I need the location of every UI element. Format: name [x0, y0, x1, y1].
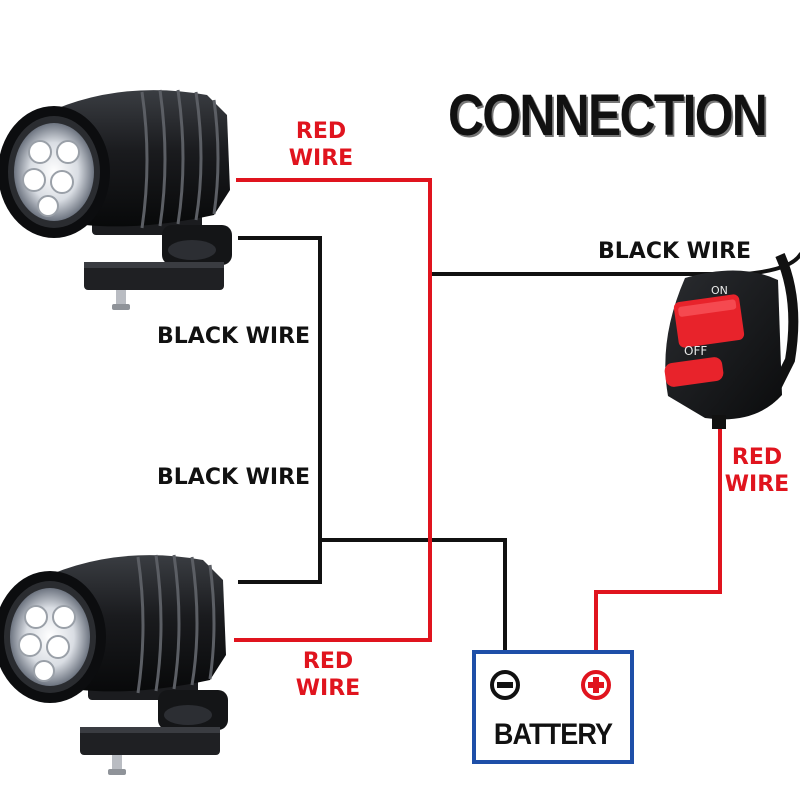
black-wire-switch-label: BLACK WIRE: [598, 239, 752, 264]
battery-label: BATTERY: [493, 718, 613, 751]
black-wire-top-lamp: [238, 236, 322, 584]
black-wire-to-battery: [318, 538, 507, 654]
red-wires: [234, 178, 722, 654]
black-wire-left-bottom-label: BLACK WIRE: [157, 465, 311, 490]
black-wire-left-top-label: BLACK WIRE: [157, 324, 311, 349]
switch-on-label: ON: [711, 284, 728, 297]
red-wire-lamps: [234, 178, 432, 642]
switch-icon: [664, 252, 799, 429]
switch-off-label: OFF: [684, 344, 708, 358]
battery-icon: [472, 650, 634, 764]
top-lamp-icon: [0, 88, 234, 312]
red-wire-switch-to-battery: [594, 418, 722, 654]
page-title: CONNECTION: [448, 83, 768, 148]
bottom-lamp-icon: [0, 553, 230, 777]
